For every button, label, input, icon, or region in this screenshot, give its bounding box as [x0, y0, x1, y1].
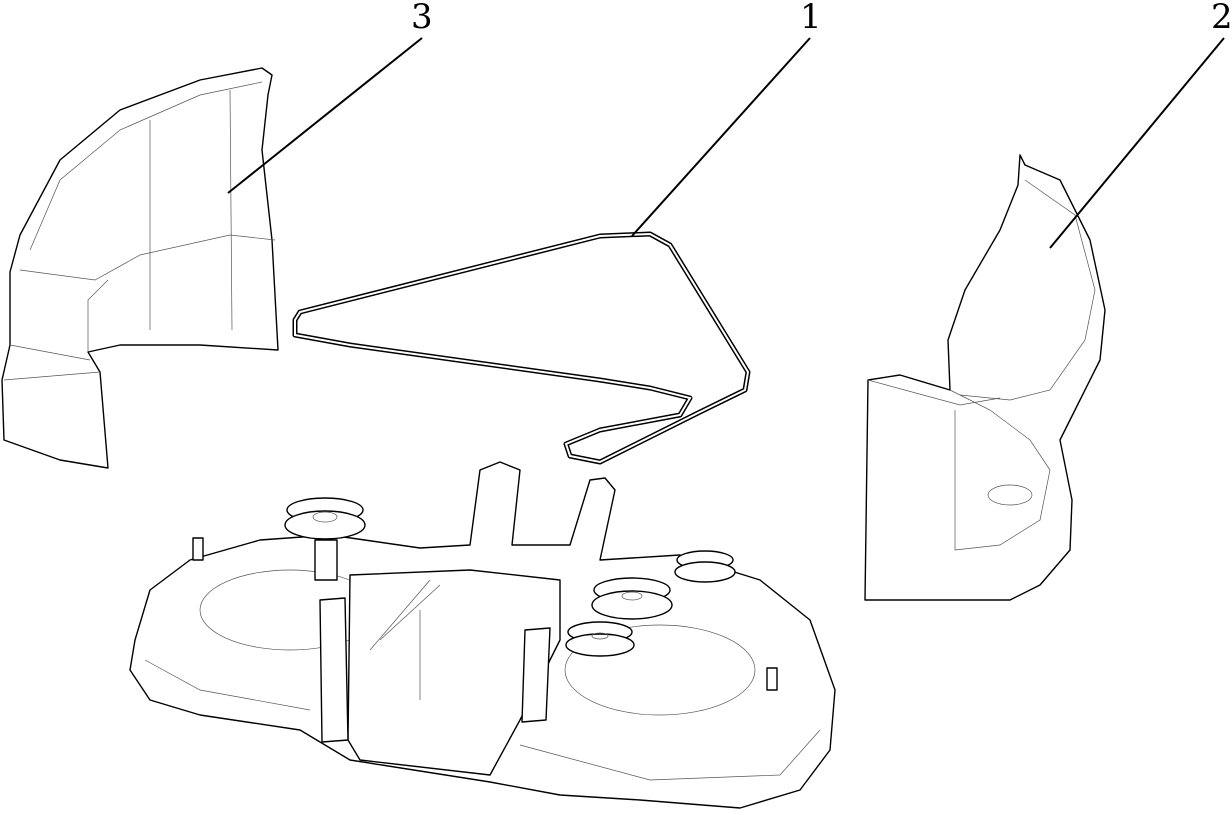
right-deflector-part	[864, 154, 1106, 601]
leader-line-3	[227, 37, 423, 194]
mower-deck-part	[129, 461, 836, 809]
left-deflector-part	[1, 67, 279, 469]
callout-label-3: 3	[411, 0, 433, 37]
callout-1: 1	[631, 0, 822, 237]
callout-3: 3	[227, 0, 433, 194]
callout-2: 2	[1049, 0, 1232, 249]
callout-label-2: 2	[1211, 0, 1232, 37]
leader-line-2	[1049, 37, 1225, 249]
belt-part	[292, 231, 751, 465]
leader-line-1	[631, 37, 811, 237]
callout-label-1: 1	[800, 0, 822, 37]
